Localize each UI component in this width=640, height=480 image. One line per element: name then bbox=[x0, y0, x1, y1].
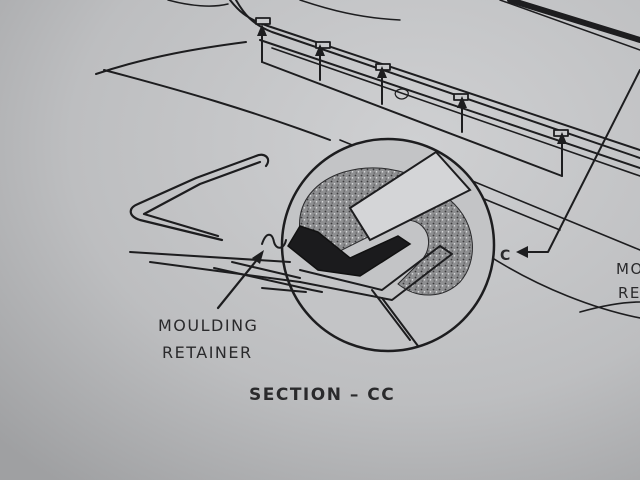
moulding-retainer-label-line1: MOULDING bbox=[158, 316, 258, 335]
glass-pane bbox=[348, 150, 472, 242]
section-detail bbox=[280, 137, 496, 353]
stain-mark bbox=[394, 88, 409, 100]
edge-label-line1: MO bbox=[616, 260, 640, 278]
panel-lines bbox=[129, 251, 323, 293]
windshield-frame bbox=[167, 0, 640, 177]
section-title: SECTION – CC bbox=[249, 385, 395, 405]
wire-bracket bbox=[129, 153, 270, 242]
edge-label-line2: RE bbox=[618, 284, 640, 302]
moulding-retainer bbox=[216, 233, 287, 310]
moulding-profile bbox=[287, 225, 412, 277]
arrow-up-icons bbox=[257, 24, 567, 177]
callout-c-label: C bbox=[500, 248, 512, 264]
callout-c-leader bbox=[516, 69, 640, 258]
moulding-retainer-label-line2: RETAINER bbox=[162, 343, 253, 362]
